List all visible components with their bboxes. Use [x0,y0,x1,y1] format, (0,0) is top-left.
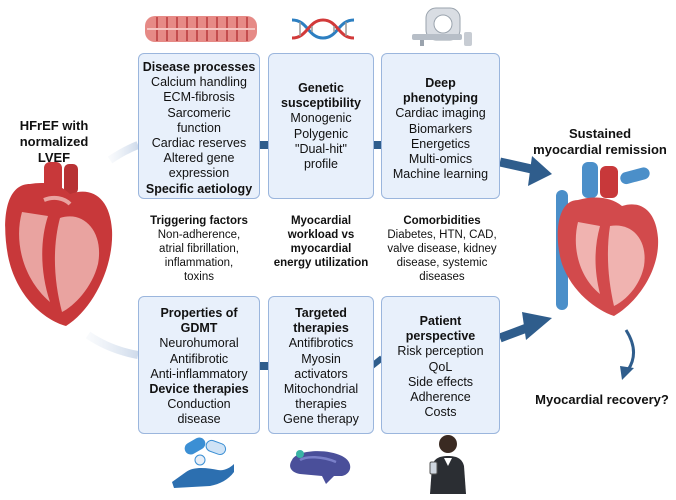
box-heading-2: Specific aetiology [145,181,253,196]
left-label: HFrEF with normalized LVEF [2,118,106,166]
mid-heading: Triggering factors [150,215,248,227]
box-item: Machine learning [392,167,489,182]
box-item: Multi-omics [408,152,473,167]
mid-heading: energy utilization [273,257,369,269]
mid-item: inflammation, [164,257,234,269]
box-item: Gene therapy [283,412,359,427]
box-item: "Dual-hit" [295,141,347,156]
box-heading: GDMT [180,321,218,336]
triggering-factors: Triggering factors Non-adherence, atrial… [138,214,260,284]
arrow-to-recovery-head [620,366,634,380]
box-item: Monogenic [290,111,352,126]
box-item: Polygenic [293,126,349,141]
box-item: Conduction [167,397,231,412]
heart-failing-icon [5,162,113,326]
mid-item: disease, systemic [396,257,488,269]
muscle-fiber-icon [145,16,257,42]
right-top-label: Sustained myocardial remission [526,126,674,158]
box-item: Costs [424,405,457,420]
box-item: Sarcomeric [167,105,231,120]
box-item: Energetics [410,136,471,151]
myocardial-workload: Myocardial workload vs myocardial energy… [264,214,378,270]
box-item: activators [294,366,348,381]
box-heading: Targeted [295,306,347,320]
box-item: Antifibrotics [288,336,354,351]
box-heading: Patient [419,314,462,328]
box-item: QoL [428,359,453,374]
box-item: Cardiac imaging [395,106,486,121]
right-bottom-label: Myocardial recovery? [535,392,669,407]
box-heading: perspective [405,329,476,344]
box-properties-of-gdmt: Properties of GDMT Neurohumoral Antifibr… [138,296,260,434]
box-item: Cardiac reserves [151,136,247,151]
box-item: ECM-fibrosis [163,90,235,105]
box-item: profile [303,157,339,172]
mid-item: toxins [183,271,215,283]
mid-item: Non-adherence, [157,229,241,241]
box-heading: therapies [293,321,349,336]
box-disease-processes: Disease processes Calcium handling ECM-f… [138,53,260,199]
box-item: Biomarkers [408,121,473,136]
mid-heading: Comorbidities [403,215,481,227]
mid-item: atrial fibrillation, [159,243,239,255]
dna-icon [291,18,355,40]
box-item: therapies [295,397,347,412]
link-box-4-5 [259,362,269,370]
box-item: Anti-inflammatory [150,366,248,381]
box-item: Mitochondrial [283,382,359,397]
box-item: Antifibrotic [169,351,229,366]
box-deep-phenotyping: Deep phenotyping Cardiac imaging Biomark… [381,53,500,199]
hand-pills-icon [172,437,234,488]
box-heading: susceptibility [281,96,361,111]
link-box-2-3 [372,141,382,149]
mid-heading: workload vs [287,229,355,241]
patient-person-icon [429,435,466,494]
box-heading: phenotyping [403,91,478,106]
mid-heading: Myocardial [290,215,352,227]
box-targeted-therapies: Targeted therapies Antifibrotics Myosin … [268,296,374,434]
connector-bottom-left [85,331,139,359]
box-item: Side effects [407,374,474,389]
mitochondrion-icon [290,450,351,484]
box-item: Adherence [410,390,471,405]
connector-top-left [107,141,140,164]
box-item: Risk perception [397,344,484,359]
box-item: function [177,120,221,135]
mid-heading: myocardial [290,243,352,255]
box-item: Calcium handling [151,75,247,90]
arrow-to-recovery [624,329,635,371]
mri-scanner-icon [412,7,472,46]
right-top-label-line-1: Sustained [568,126,632,141]
box-genetic-susceptibility: Genetic susceptibility Monogenic Polygen… [268,53,374,199]
mid-item: Diabetes, HTN, CAD, [387,229,497,241]
box-heading: Genetic [298,81,344,95]
box-item: expression [168,166,230,181]
left-label-line-2: normalized LVEF [19,134,89,165]
box-item: Myosin [301,351,341,366]
box-heading: Deep [425,76,456,90]
box-item: Altered gene [163,151,235,166]
link-box-1-2 [259,141,269,149]
arrow-to-remission [499,157,537,175]
left-label-line-1: HFrEF with [19,118,89,133]
mid-item: diseases [419,271,465,283]
box-patient-perspective: Patient perspective Risk perception QoL … [381,296,500,434]
box-heading: Disease processes [142,60,256,74]
arrow-to-remission-head [528,156,552,186]
mid-item: valve disease, kidney [387,243,497,255]
box-heading: Properties of [160,306,238,320]
box-item: Neurohumoral [159,336,239,351]
comorbidities: Comorbidities Diabetes, HTN, CAD, valve … [376,214,508,284]
arrow-patient-out-head [522,312,552,340]
right-top-label-line-2: myocardial remission [533,142,667,157]
box-heading-2: Device therapies [149,382,249,397]
heart-healthy-icon [556,162,659,316]
box-item: disease [177,412,221,427]
